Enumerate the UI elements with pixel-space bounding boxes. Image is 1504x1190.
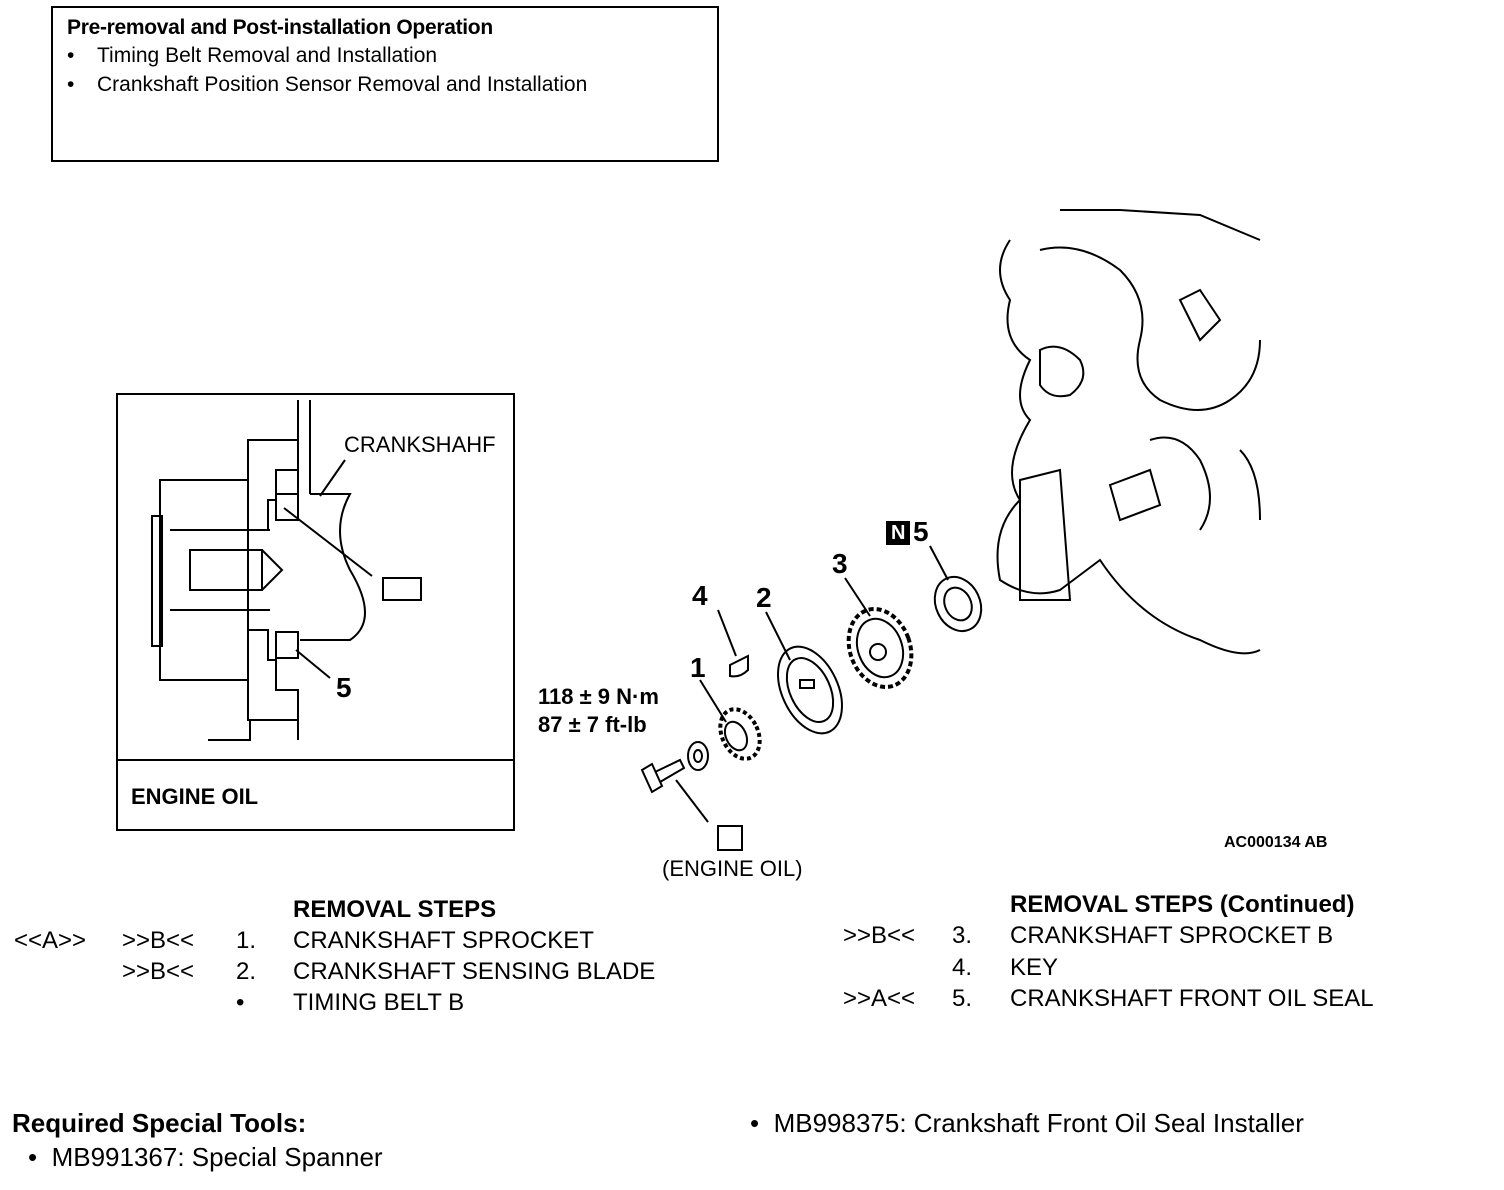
step-text: KEY bbox=[1010, 954, 1059, 981]
bullet-icon: • bbox=[67, 44, 75, 67]
callout-5: 5 bbox=[913, 516, 929, 547]
figure-id: AC000134 AB bbox=[1224, 834, 1328, 851]
callout-3: 3 bbox=[832, 548, 848, 579]
inset-cross-section bbox=[151, 400, 422, 741]
step-number: 2. bbox=[236, 958, 257, 985]
step-text: CRANKSHAFT SPROCKET bbox=[293, 927, 594, 954]
step-number: 3. bbox=[952, 922, 973, 949]
bullet-icon: • bbox=[67, 73, 75, 96]
step-ref-b: >>B<< bbox=[122, 958, 195, 985]
step-ref: >>B<< bbox=[843, 922, 916, 949]
special-tool-item: • MB991367: Special Spanner bbox=[28, 1142, 383, 1172]
new-part-badge-bg bbox=[886, 521, 910, 545]
pre-operation-box: Pre-removal and Post-installation Operat… bbox=[51, 6, 719, 162]
special-tools-title: Required Special Tools: bbox=[12, 1108, 307, 1138]
pre-operation-item: •Timing Belt Removal and Installation bbox=[67, 44, 438, 67]
removal-steps-continued-title: REMOVAL STEPS (Continued) bbox=[1010, 891, 1355, 918]
special-tool-item: • MB998375: Crankshaft Front Oil Seal In… bbox=[750, 1108, 1304, 1138]
pre-operation-item: •Crankshaft Position Sensor Removal and … bbox=[67, 73, 588, 96]
inset-detail-frame bbox=[116, 393, 515, 831]
callout-2: 2 bbox=[756, 582, 772, 613]
step-bullet: • bbox=[236, 989, 245, 1016]
torque-nm: 118 ± 9 N·m bbox=[538, 684, 659, 709]
step-number: 5. bbox=[952, 985, 973, 1012]
removal-steps-title: REMOVAL STEPS bbox=[293, 896, 497, 923]
step-ref-b: >>B<< bbox=[122, 927, 195, 954]
step-ref-a: <<A>> bbox=[14, 927, 87, 954]
step-text: TIMING BELT B bbox=[293, 989, 465, 1016]
callout-1: 1 bbox=[690, 652, 706, 683]
step-ref: >>A<< bbox=[843, 985, 916, 1012]
step-number: 4. bbox=[952, 954, 973, 981]
step-text: CRANKSHAFT SPROCKET B bbox=[1010, 922, 1334, 949]
torque-ftlb: 87 ± 7 ft-lb bbox=[538, 712, 647, 737]
callout-4: 4 bbox=[692, 580, 708, 611]
engine-oil-note: (ENGINE OIL) bbox=[662, 856, 803, 881]
new-part-badge: N bbox=[891, 522, 906, 544]
inset-engine-oil-label: ENGINE OIL bbox=[131, 784, 259, 809]
pre-operation-title: Pre-removal and Post-installation Operat… bbox=[67, 16, 493, 39]
step-number: 1. bbox=[236, 927, 257, 954]
inset-callout-5: 5 bbox=[336, 672, 352, 703]
step-text: CRANKSHAFT FRONT OIL SEAL bbox=[1010, 985, 1374, 1012]
engine-block bbox=[996, 209, 1261, 655]
bullet-icon: • bbox=[28, 1142, 52, 1172]
step-text: CRANKSHAFT SENSING BLADE bbox=[293, 958, 656, 985]
bullet-icon: • bbox=[750, 1108, 774, 1138]
inset-crankshaft-label: CRANKSHAHF bbox=[344, 432, 496, 457]
